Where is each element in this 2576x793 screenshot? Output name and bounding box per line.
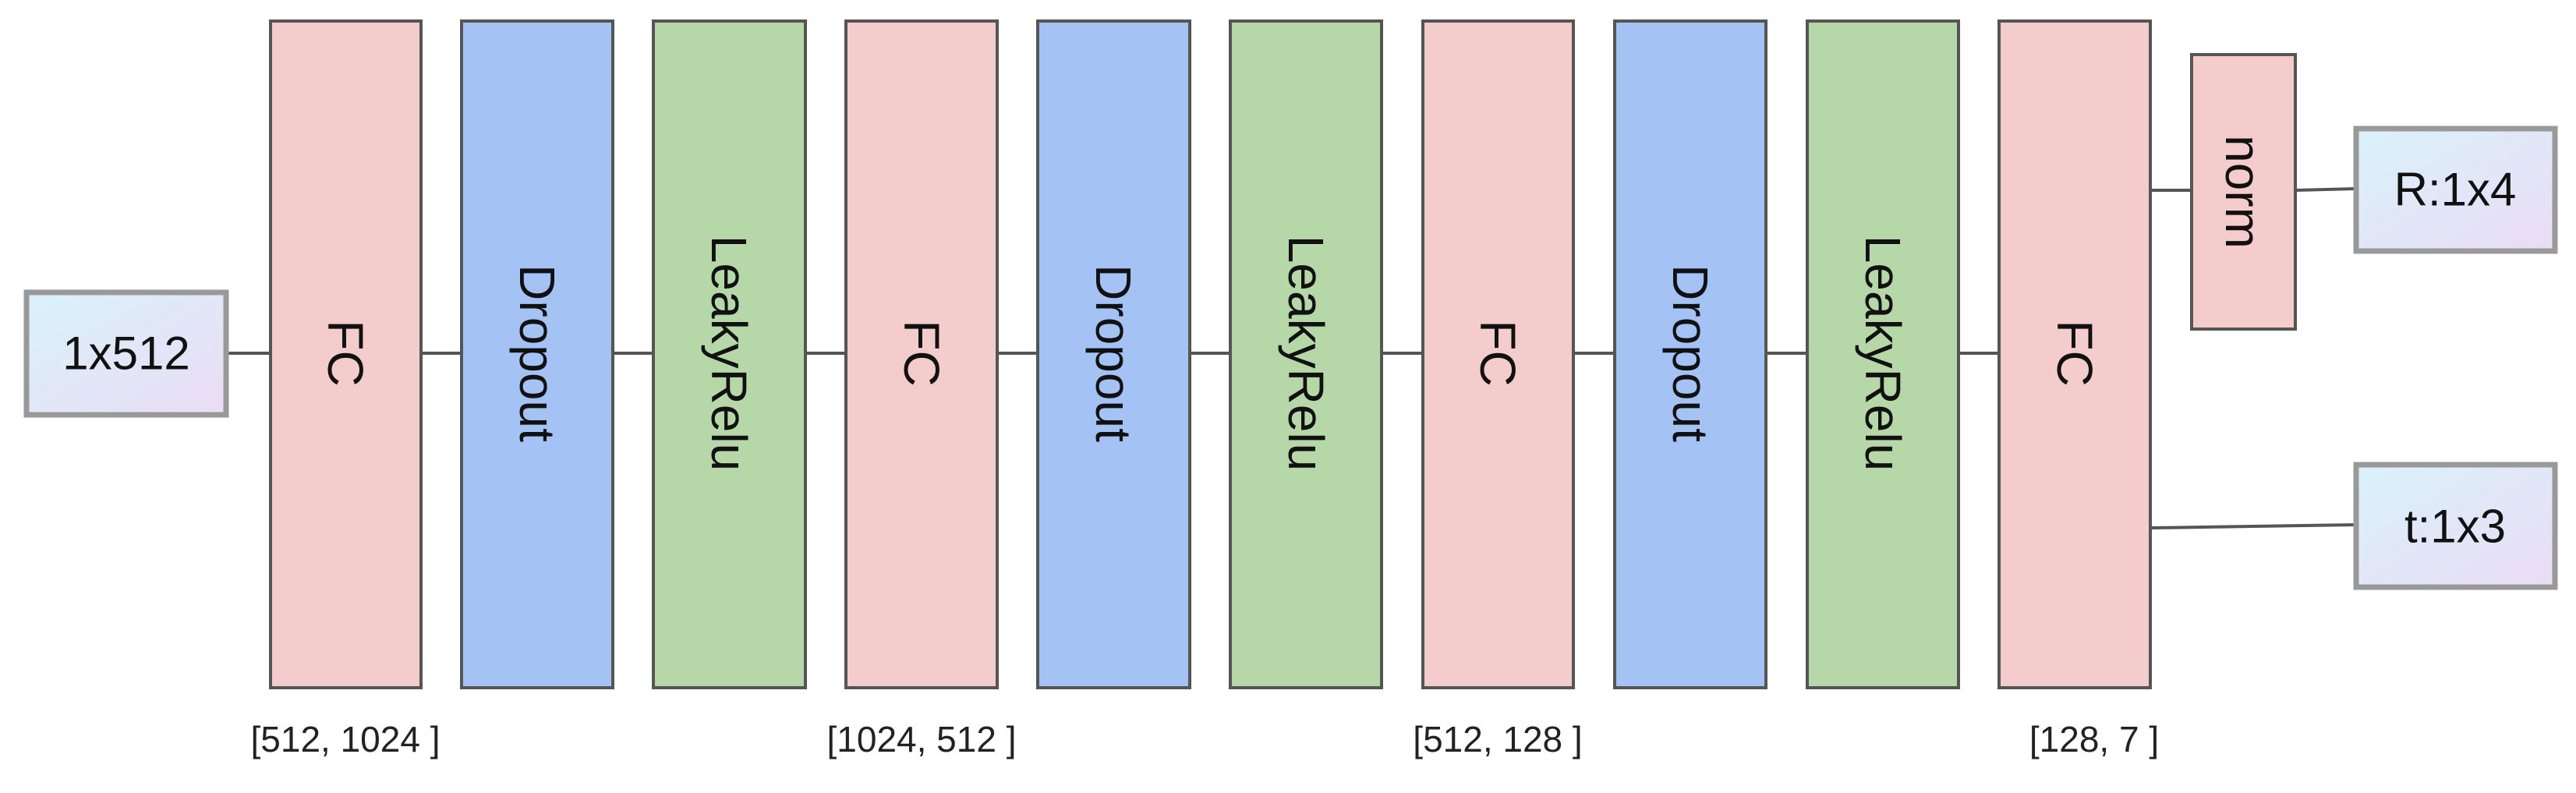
layer-label: FC	[893, 320, 950, 386]
layer-label: Dropout	[1662, 264, 1718, 442]
layer-dropout-1: Dropout	[460, 19, 614, 689]
output-rotation-node: R:1x4	[2353, 126, 2558, 254]
dropout-block	[1036, 19, 1191, 689]
dimension-label-fc3: [512, 128 ]	[1413, 719, 1582, 759]
fc-block	[844, 19, 999, 689]
fc-block	[269, 19, 423, 689]
dropout-block	[1613, 19, 1767, 689]
rotation-output-box	[2353, 126, 2558, 254]
layer-label: Dropout	[1085, 264, 1141, 442]
layer-leaky-relu-1: LeakyRelu	[652, 19, 807, 689]
layer-stack: FC Dropout LeakyRelu FC Dropout LeakyRel…	[269, 19, 2152, 689]
norm-label: norm	[2215, 135, 2271, 249]
dimension-label-fc4: [128, 7 ]	[2029, 719, 2159, 759]
dimension-label-fc1: [512, 1024 ]	[251, 719, 441, 759]
layer-dropout-2: Dropout	[1036, 19, 1191, 689]
norm-block	[2190, 53, 2297, 331]
connectors	[226, 187, 2357, 529]
fc-block	[1421, 19, 1575, 689]
layer-fc-2: FC	[844, 19, 999, 689]
leaky-relu-block	[1806, 19, 1960, 689]
layer-label: FC	[2047, 320, 2103, 386]
layer-label: FC	[317, 320, 373, 386]
leaky-relu-block	[1229, 19, 1383, 689]
input-node: 1x512	[23, 289, 229, 418]
layer-fc-4: FC	[1997, 19, 2152, 689]
layer-label: FC	[1470, 320, 1526, 386]
input-label: 1x512	[62, 327, 189, 380]
layer-fc-3: FC	[1421, 19, 1575, 689]
layer-dropout-3: Dropout	[1613, 19, 1767, 689]
dimension-label-fc2: [1024, 512 ]	[827, 719, 1017, 759]
layer-label: LeakyRelu	[1278, 235, 1334, 471]
leaky-relu-block	[652, 19, 807, 689]
layer-label: LeakyRelu	[701, 235, 757, 471]
output-translation-node: t:1x3	[2353, 462, 2558, 590]
fc-block	[1997, 19, 2152, 689]
layer-leaky-relu-2: LeakyRelu	[1229, 19, 1383, 689]
connector-norm-rotation	[2295, 187, 2357, 192]
dropout-block	[460, 19, 614, 689]
translation-output-label: t:1x3	[2404, 501, 2506, 553]
norm-node: norm	[2190, 53, 2297, 331]
layer-label: LeakyRelu	[1855, 235, 1911, 471]
translation-output-box	[2353, 462, 2558, 590]
input-box	[23, 289, 229, 418]
layer-leaky-relu-3: LeakyRelu	[1806, 19, 1960, 689]
dimension-labels: [512, 1024 ] [1024, 512 ] [512, 128 ] [1…	[251, 719, 2160, 759]
layer-label: Dropout	[509, 264, 565, 442]
rotation-output-label: R:1x4	[2394, 164, 2517, 216]
connector-fc4-translation	[2150, 523, 2357, 529]
layer-fc-1: FC	[269, 19, 423, 689]
